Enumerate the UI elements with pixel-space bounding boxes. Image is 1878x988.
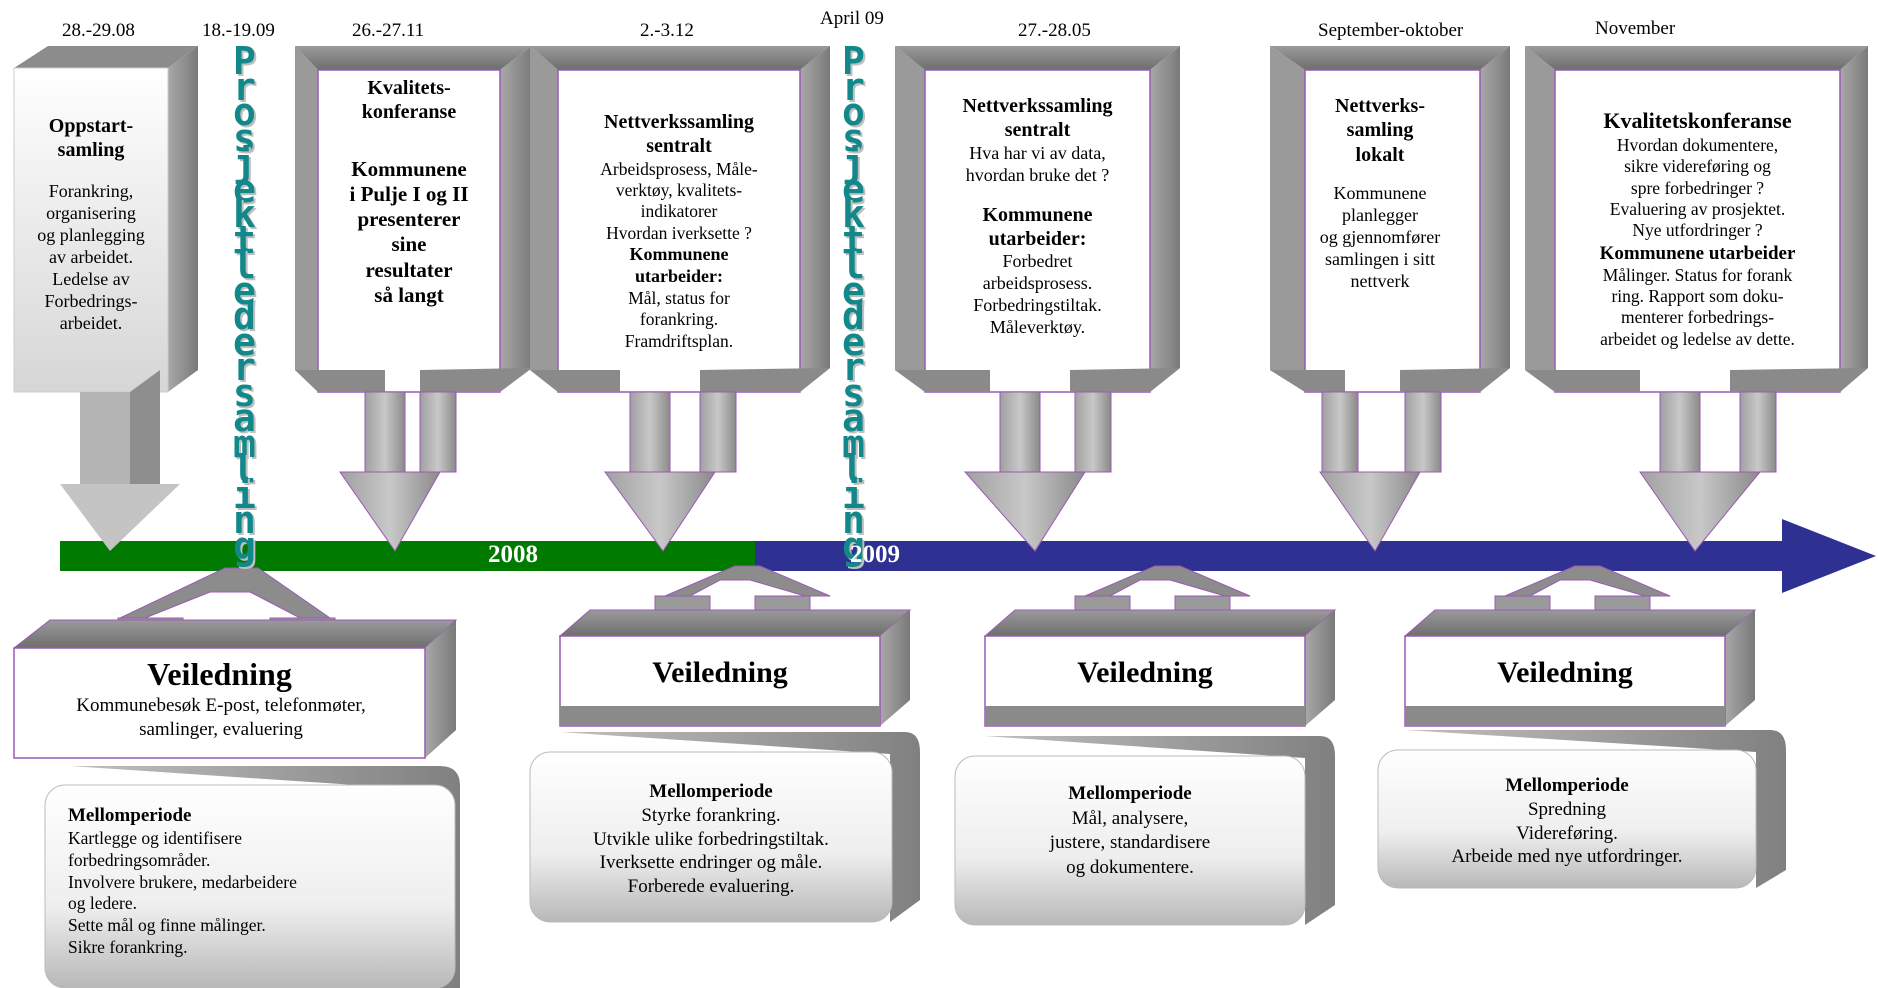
event-frame-4 [895, 46, 1180, 552]
date-label-6: 27.-28.05 [1018, 20, 1091, 41]
timeline-2009-arrow [755, 519, 1876, 593]
date-label-4: 2.-3.12 [640, 20, 694, 41]
event-body: Hva har vi av data,hvordan bruke det ? [965, 142, 1110, 185]
guidance-frame-3 [983, 565, 1337, 727]
event-body: Arbeidsprosess, Måle-verktøy, kvalitets-… [600, 158, 758, 243]
guidance-frame-2 [558, 565, 912, 727]
date-label-1: 28.-29.08 [62, 20, 135, 41]
period-title: Mellomperiode [68, 805, 192, 826]
event-frame-3 [530, 46, 830, 552]
period-2: Mellomperiode Styrke forankring.Utvikle … [530, 780, 892, 899]
date-label-3: 26.-27.11 [352, 20, 425, 41]
event-frame-5 [1270, 46, 1510, 552]
guidance-title-4: Veiledning [1497, 656, 1633, 689]
event-frame-2 [295, 46, 532, 552]
period-box-2 [529, 732, 920, 923]
event-body: Hvordan dokumentere,sikre videreføring o… [1609, 134, 1786, 241]
event-6: Kvalitetskonferanse Hvordan dokumentere,… [1545, 108, 1850, 350]
period-box-4 [1377, 730, 1786, 889]
period-3: Mellomperiode Mål, analysere,justere, st… [955, 782, 1305, 881]
period-box-1 [44, 766, 460, 988]
event-sub-title: Kommunene utarbeider [1599, 242, 1796, 264]
guidance-title-1: Veiledning [147, 656, 292, 692]
date-label-8: November [1595, 18, 1676, 39]
date-label-7: September-oktober [1318, 20, 1464, 41]
period-box-3 [954, 736, 1335, 926]
timeline-2008-bar [60, 541, 755, 571]
year-label-2008: 2008 [488, 541, 538, 568]
period-title: Mellomperiode [1505, 775, 1629, 796]
period-body: Styrke forankring.Utvikle ulike forbedri… [593, 804, 829, 897]
event-title: Kvalitetskonferanse [1603, 108, 1792, 133]
date-label-5: April 09 [820, 8, 884, 29]
event-title: Oppstart-samling [48, 115, 134, 162]
event-title: Kvalitets-konferanse [361, 77, 457, 124]
event-frame-1 [13, 46, 198, 551]
event-frame-6 [1525, 46, 1868, 552]
period-title: Mellomperiode [1068, 783, 1192, 804]
date-label-2: 18.-19.09 [202, 20, 275, 41]
guidance-frame-1 [12, 567, 458, 759]
period-title: Mellomperiode [649, 781, 773, 802]
year-label-2009: 2009 [850, 541, 900, 568]
event-1: Oppstart-samling Forankring,organisering… [16, 114, 166, 334]
guidance-frame-4 [1403, 565, 1757, 727]
guidance-title-2: Veiledning [652, 656, 788, 689]
guidance-title-3: Veiledning [1077, 656, 1213, 689]
guidance-body-1: Kommunebesøk E-post, telefonmøter,samlin… [76, 695, 366, 740]
